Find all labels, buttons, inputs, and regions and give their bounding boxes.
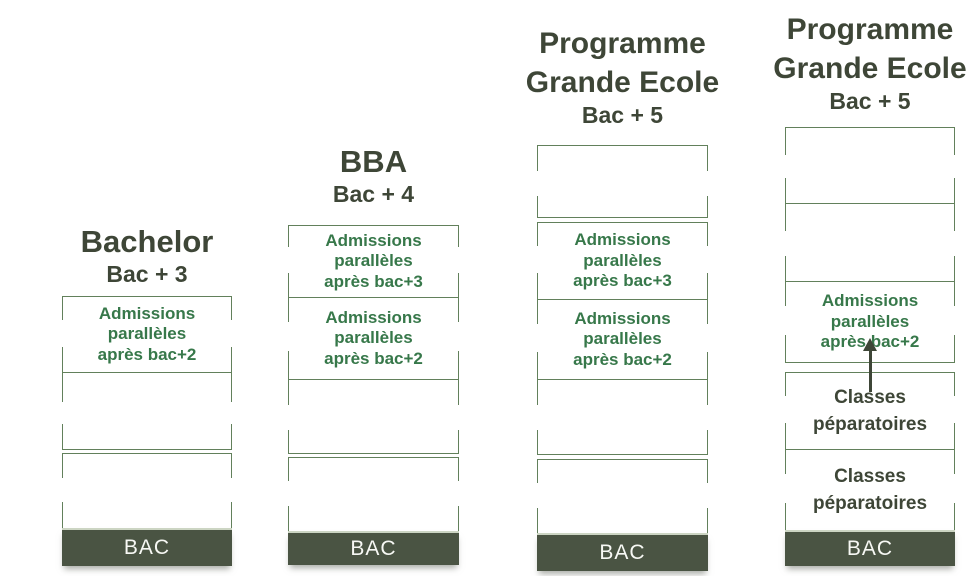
- level-box: [537, 196, 708, 218]
- box-label: Admissions parallèles après bac+2: [573, 308, 672, 369]
- column-title-line: Grande Ecole: [773, 52, 967, 85]
- level-box: [537, 145, 708, 171]
- admissions-paralleles-box: Admissions parallèles après bac+3: [535, 222, 710, 300]
- up-arrow-icon: [863, 338, 877, 351]
- level-box: [785, 127, 955, 155]
- column-title-line: Programme: [539, 27, 706, 60]
- level-box: [62, 424, 232, 450]
- column-title-line: BBA: [339, 144, 408, 179]
- classes-preparatoires-box: Classes péparatoires: [783, 450, 957, 530]
- level-box: [537, 430, 708, 455]
- bac-label: BAC: [599, 541, 646, 564]
- bac-bar: BAC: [288, 531, 459, 565]
- column-subtitle: Bac + 3: [106, 261, 188, 287]
- box-label: Admissions parallèles après bac+3: [324, 230, 423, 291]
- level-box: [62, 373, 232, 402]
- level-box: [288, 506, 459, 531]
- bac-bar: BAC: [785, 530, 955, 566]
- box-label: Classes péparatoires: [812, 387, 928, 435]
- admissions-paralleles-box: Admissions parallèles après bac+2: [60, 296, 234, 373]
- bac-label: BAC: [846, 537, 894, 560]
- level-box: [537, 508, 708, 533]
- bac-label: BAC: [350, 537, 397, 560]
- box-label: Admissions parallèles après bac+3: [573, 230, 672, 291]
- box-label: Admissions parallèles après bac+2: [324, 307, 423, 368]
- admissions-paralleles-box: Admissions parallèles après bac+2: [783, 282, 957, 363]
- level-box: [62, 453, 232, 478]
- level-box: [537, 380, 708, 405]
- level-box: [288, 430, 459, 454]
- column-title-line: Bachelor: [80, 224, 214, 259]
- column-title-line: Grande Ecole: [525, 66, 720, 99]
- level-box: [785, 256, 955, 282]
- bac-bar: BAC: [62, 528, 232, 566]
- column-title-line: Programme: [786, 13, 954, 46]
- column-subtitle: Bac + 5: [581, 102, 664, 128]
- level-box: [288, 380, 459, 405]
- level-box: [785, 204, 955, 231]
- bac-bar: BAC: [537, 533, 708, 571]
- admissions-paralleles-box: Admissions parallèles après bac+2: [535, 300, 710, 380]
- box-label: Classes péparatoires: [812, 466, 928, 514]
- level-box: [537, 459, 708, 483]
- admissions-paralleles-box: Admissions parallèles après bac+3: [286, 225, 461, 298]
- level-box: [785, 178, 955, 204]
- up-arrow-shaft: [869, 348, 872, 392]
- admissions-paralleles-box: Admissions parallèles après bac+2: [286, 298, 461, 380]
- column-subtitle: Bac + 4: [332, 181, 415, 207]
- level-box: [62, 502, 232, 528]
- bac-label: BAC: [123, 536, 171, 559]
- level-box: [288, 457, 459, 481]
- box-label: Admissions parallèles après bac+2: [97, 303, 197, 364]
- column-subtitle: Bac + 5: [829, 88, 911, 114]
- box-label: Admissions parallèles après bac+2: [820, 291, 920, 352]
